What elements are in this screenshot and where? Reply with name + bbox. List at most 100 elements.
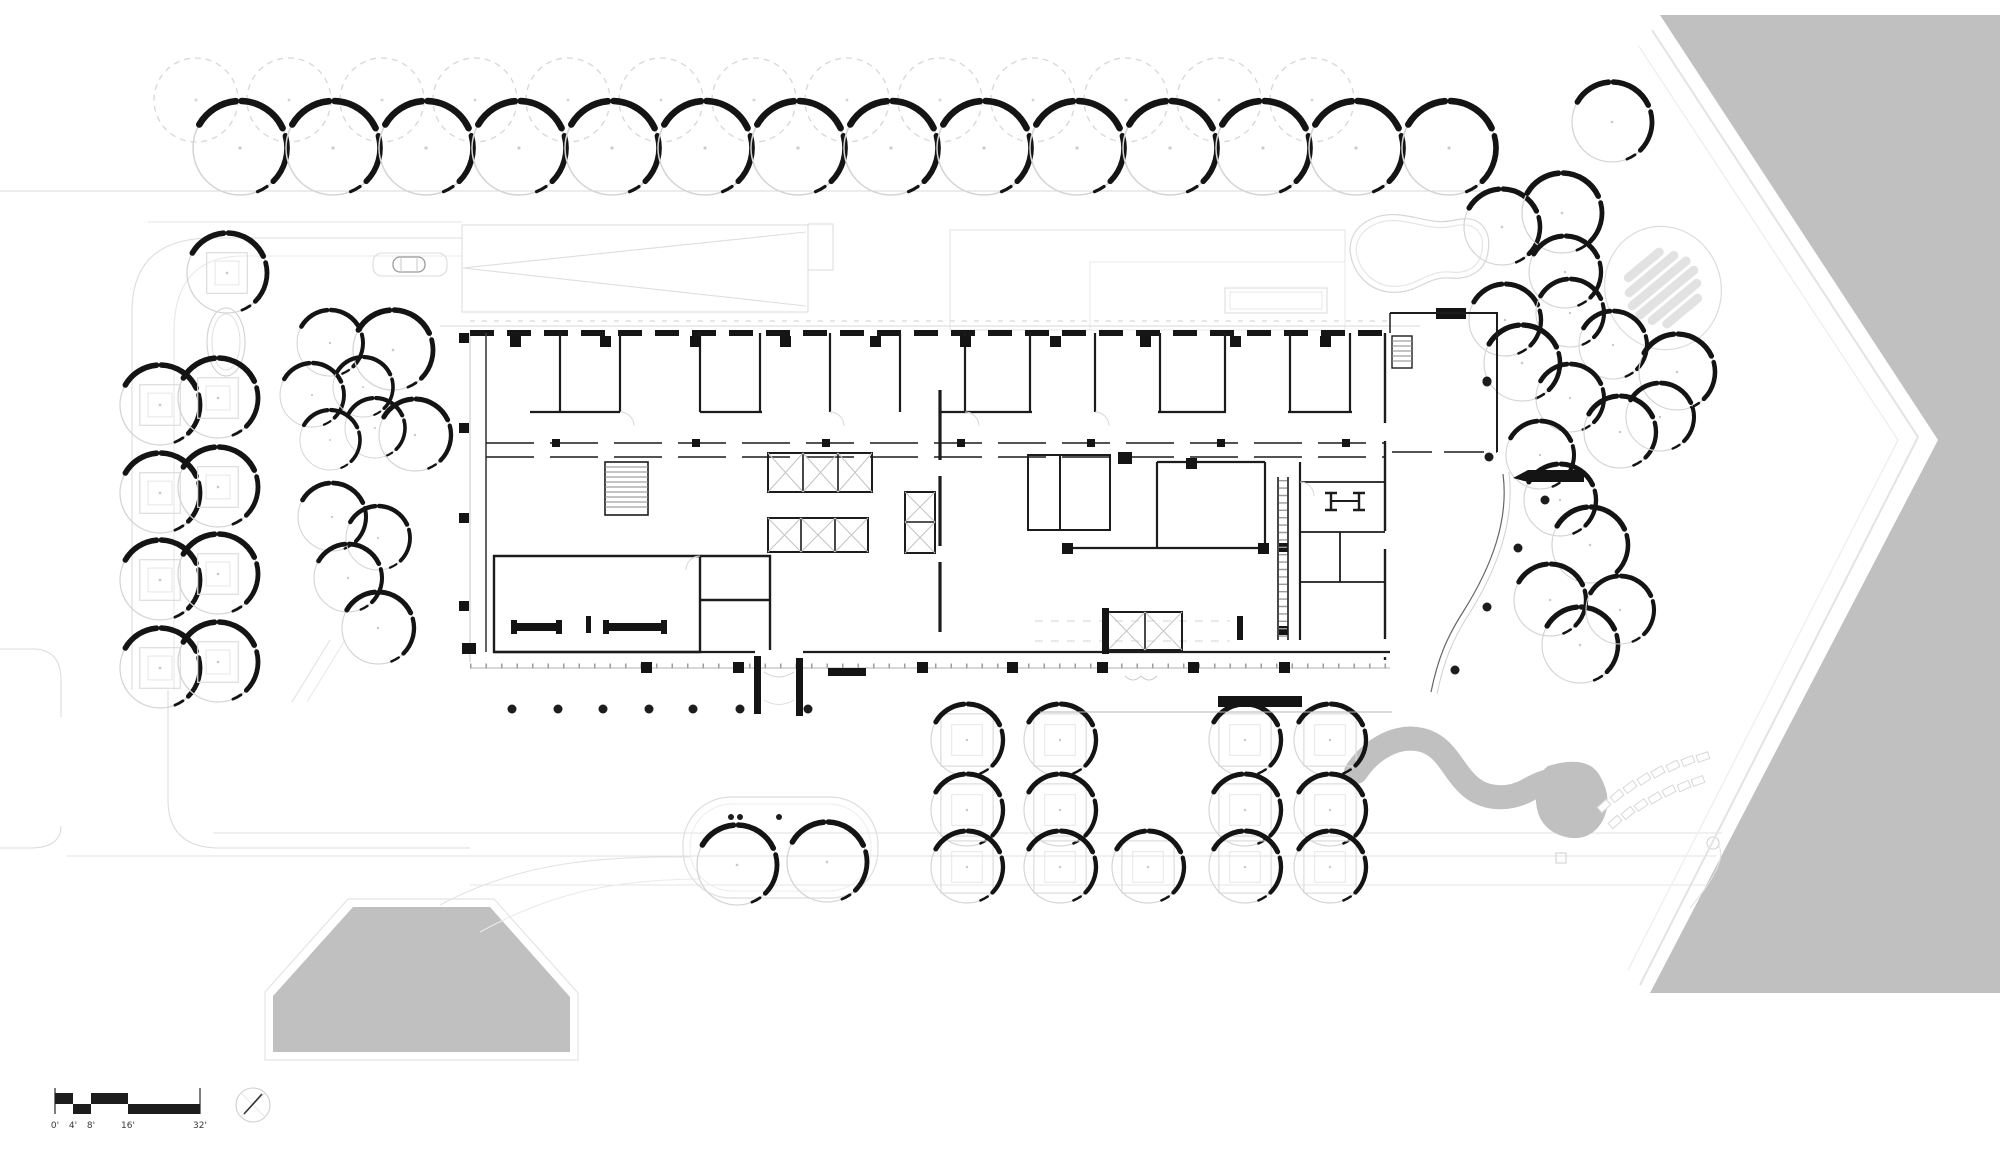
tree-symbol xyxy=(937,101,1031,195)
tree-planter xyxy=(1303,783,1357,837)
colonnade-column-dot xyxy=(803,704,813,714)
tree-planter xyxy=(197,553,239,595)
north-column xyxy=(870,336,881,347)
bollard-dot xyxy=(1513,543,1523,553)
south-plaza xyxy=(507,377,1584,820)
tree-symbol xyxy=(300,410,360,470)
stepping-stone xyxy=(1636,772,1652,786)
site-boundary xyxy=(1627,29,1919,986)
tree-symbol xyxy=(1294,831,1366,903)
tree-planter-inner xyxy=(1229,794,1261,826)
stepping-stone xyxy=(1665,759,1681,773)
tree-symbol xyxy=(1484,325,1560,401)
west-curb-corner-b xyxy=(0,825,62,849)
elevator-bank-b xyxy=(767,517,869,553)
scale-label-8: 8' xyxy=(87,1121,95,1131)
steel-ibeam-symbol xyxy=(1325,491,1365,512)
south-oval-planter xyxy=(682,796,879,899)
site-boundary-inner xyxy=(1627,44,1899,971)
west-curb-corner-a xyxy=(0,648,62,717)
tree-planter-inner xyxy=(1314,724,1346,756)
west-column xyxy=(459,601,469,611)
north-column xyxy=(960,336,971,347)
corridor-column xyxy=(552,439,560,447)
tree-symbol xyxy=(342,592,414,664)
stepping-stone xyxy=(1661,784,1677,798)
tree-symbol xyxy=(1572,82,1652,162)
paver-marker xyxy=(1555,852,1567,864)
south-column xyxy=(1188,662,1199,673)
tree-symbol xyxy=(178,622,258,702)
manhole xyxy=(1706,836,1720,850)
sw-porch-diagonal-1 xyxy=(291,639,331,703)
corridor-column xyxy=(1087,439,1095,447)
tree-planter xyxy=(139,559,181,601)
scale-bar: 0' 4' 8' 16' 32' xyxy=(51,1088,207,1131)
tree-symbol xyxy=(1522,173,1602,253)
tree-planter-inner xyxy=(1314,794,1346,826)
stepping-stones xyxy=(1596,751,1711,830)
west-column xyxy=(459,513,469,523)
tree-symbol xyxy=(286,101,380,195)
scale-label-16: 16' xyxy=(121,1121,135,1131)
bollards xyxy=(1450,377,1550,675)
north-ramp xyxy=(461,223,834,313)
north-arrow xyxy=(235,1087,271,1123)
tree-planter xyxy=(1033,783,1087,837)
tree-symbol xyxy=(1024,831,1096,903)
corridor-column xyxy=(1342,439,1350,447)
parking-car xyxy=(372,252,448,277)
tree-planter-inner xyxy=(1044,794,1076,826)
north-column xyxy=(690,336,701,347)
south-column xyxy=(1007,662,1018,673)
tree-symbol xyxy=(751,101,845,195)
tree-symbol xyxy=(1209,831,1281,903)
garden-path-terminus xyxy=(1535,761,1608,839)
tree-symbol xyxy=(1112,831,1184,903)
tree-symbol xyxy=(1626,383,1694,451)
bollard-dot xyxy=(1540,495,1550,505)
context-block-southwest-outline xyxy=(264,898,579,1061)
context-block-southwest xyxy=(273,907,570,1052)
tree-symbol xyxy=(379,399,451,471)
planting-oval xyxy=(1604,225,1722,351)
tree-planter-inner xyxy=(147,392,173,418)
southeast-arc xyxy=(1689,844,1722,909)
tree-symbol xyxy=(178,534,258,614)
tree-symbol xyxy=(178,447,258,527)
tree-symbol xyxy=(1030,101,1124,195)
scale-label-32: 32' xyxy=(193,1121,207,1131)
tree-planter-inner xyxy=(1314,851,1346,883)
bollard-dot xyxy=(1482,377,1492,387)
tree-symbol xyxy=(787,822,867,902)
tree-planter-inner xyxy=(147,480,173,506)
tree-symbol xyxy=(1209,704,1281,776)
colonnade-column-dot xyxy=(735,704,745,714)
tree-planter xyxy=(1218,840,1272,894)
tree-symbol xyxy=(1024,704,1096,776)
stepping-stone xyxy=(1633,797,1649,813)
tree-symbol xyxy=(1584,396,1656,468)
tree-planter xyxy=(940,713,994,767)
stepping-stone xyxy=(1647,791,1663,805)
driveway-curve-2 xyxy=(479,878,701,933)
tree-planter-inner xyxy=(147,655,173,681)
tree-planter-inner xyxy=(147,567,173,593)
tree-symbol xyxy=(1123,101,1217,195)
tree-planter xyxy=(197,641,239,683)
north-column xyxy=(780,336,791,347)
door-swings xyxy=(619,411,1315,571)
garden-path xyxy=(1344,726,1711,839)
tree-symbol xyxy=(314,544,382,612)
north-column xyxy=(510,336,521,347)
north-column xyxy=(1320,336,1331,347)
tree-planter xyxy=(1218,713,1272,767)
plaza-dot xyxy=(728,814,734,820)
bollard-dot xyxy=(1482,602,1492,612)
tree-symbol xyxy=(1309,101,1403,195)
tree-planter xyxy=(139,384,181,426)
west-column xyxy=(459,333,469,343)
corridor-column xyxy=(957,439,965,447)
west-column xyxy=(459,423,469,433)
entry-doors xyxy=(754,656,1158,716)
